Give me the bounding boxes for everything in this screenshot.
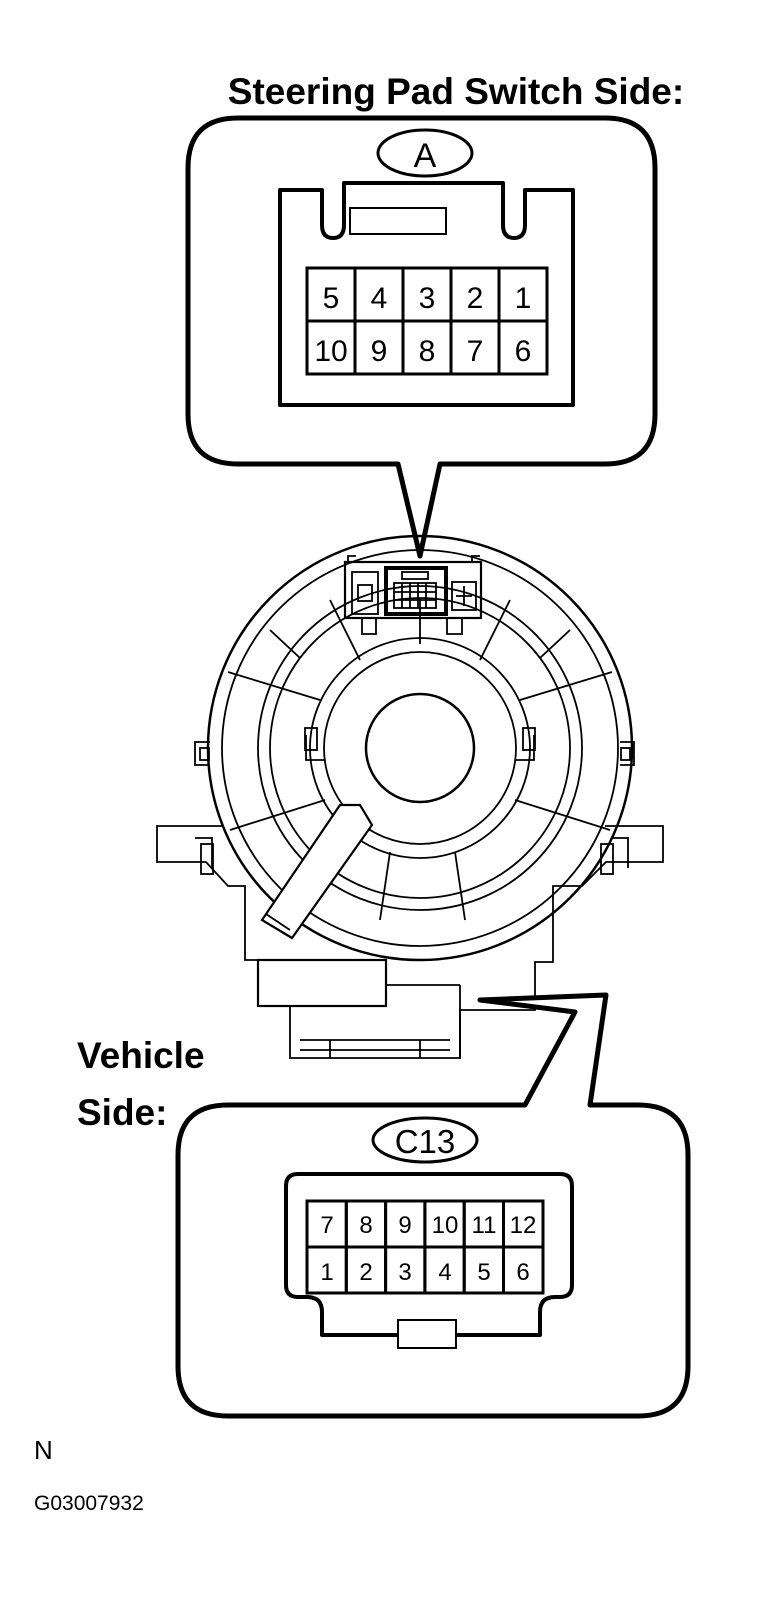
svg-text:8: 8 — [419, 335, 436, 368]
svg-text:6: 6 — [516, 1259, 529, 1286]
svg-text:5: 5 — [323, 282, 340, 315]
connector-a-id-bubble — [376, 128, 474, 178]
pin-a-10: 10 — [305, 319, 357, 376]
svg-text:7: 7 — [320, 1212, 333, 1239]
connector-c13-latch — [397, 1319, 457, 1349]
connector-c13-id: C13 — [395, 1123, 456, 1160]
svg-text:11: 11 — [472, 1212, 497, 1239]
pin-c13-6: 6 — [502, 1245, 545, 1295]
footer-n: N — [34, 1435, 53, 1465]
svg-text:9: 9 — [371, 335, 388, 368]
svg-text:8: 8 — [359, 1212, 372, 1239]
svg-text:5: 5 — [477, 1259, 490, 1286]
vehicle-side-label-line1: Vehicle — [77, 1035, 205, 1076]
connector-c13-callout: C13 7 8 9 10 11 12 1 2 3 4 5 6 — [175, 992, 691, 1419]
svg-text:4: 4 — [371, 282, 388, 315]
svg-text:10: 10 — [314, 335, 347, 368]
pin-c13-12: 12 — [502, 1199, 545, 1249]
svg-text:4: 4 — [438, 1259, 451, 1286]
vehicle-side-label-line2: Side: — [77, 1092, 167, 1133]
connector-c13-id-bubble — [371, 1116, 479, 1164]
connector-c13-pins: 7 8 9 10 11 12 1 2 3 4 5 6 — [305, 1199, 545, 1295]
pin-a-6: 6 — [497, 319, 549, 376]
svg-text:6: 6 — [515, 335, 532, 368]
svg-text:9: 9 — [398, 1212, 411, 1239]
spiral-cable-drawing — [156, 534, 664, 1059]
svg-text:1: 1 — [515, 282, 532, 315]
svg-text:3: 3 — [419, 282, 436, 315]
connector-a-latch — [349, 207, 447, 235]
svg-text:7: 7 — [467, 335, 484, 368]
svg-text:1: 1 — [320, 1259, 333, 1286]
steering-pad-title: Steering Pad Switch Side: — [228, 71, 684, 112]
svg-text:12: 12 — [510, 1212, 537, 1239]
svg-text:3: 3 — [398, 1259, 411, 1286]
svg-text:2: 2 — [359, 1259, 372, 1286]
connector-a-pins: 5 4 3 2 1 10 9 8 7 6 — [305, 266, 549, 376]
connector-a-callout: A 5 4 3 2 1 10 9 8 7 6 — [185, 115, 658, 559]
svg-text:10: 10 — [432, 1212, 459, 1239]
svg-text:2: 2 — [467, 282, 484, 315]
connector-a-id: A — [414, 137, 437, 175]
footer-figure-code: G03007932 — [34, 1492, 144, 1515]
